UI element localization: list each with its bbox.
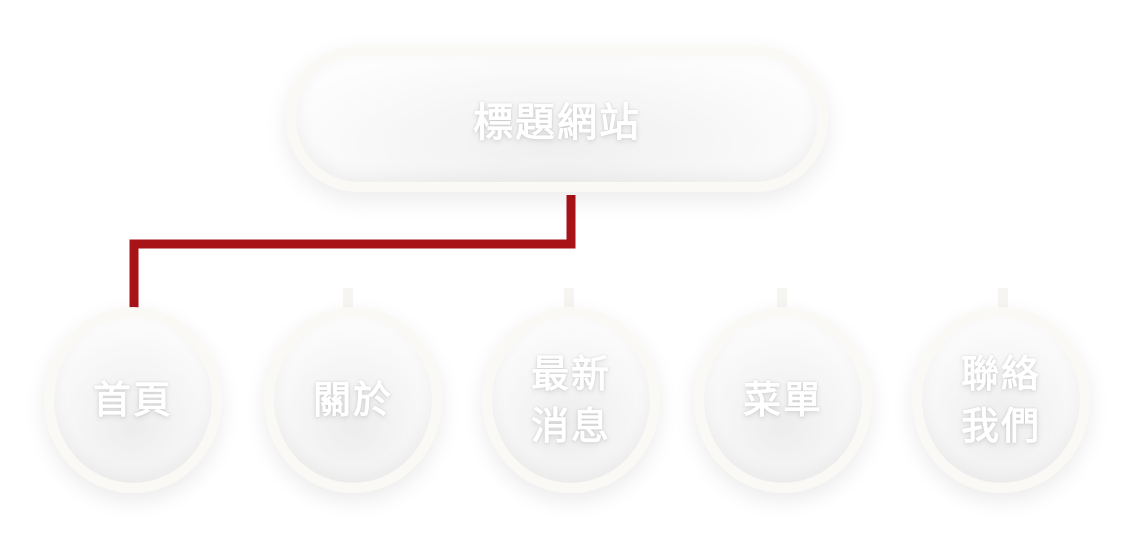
nav-node-contact[interactable]: 聯絡我們: [912, 307, 1090, 493]
node-stub-connector: [564, 288, 574, 308]
root-node-label: 標題網站: [473, 100, 641, 146]
nav-node-label: 菜單: [742, 378, 823, 422]
nav-node-menu[interactable]: 菜單: [694, 307, 872, 493]
nav-node-label: 首頁: [92, 378, 173, 422]
nav-node-label: 關於: [312, 378, 393, 422]
active-path-connector: [129, 195, 576, 308]
node-stub-connector: [998, 288, 1008, 308]
root-node-site-title[interactable]: 標題網站: [286, 46, 828, 192]
nav-node-news[interactable]: 最新消息: [482, 307, 660, 493]
nav-node-label: 聯絡我們: [960, 352, 1041, 448]
nav-node-about[interactable]: 關於: [264, 307, 442, 493]
node-stub-connector: [777, 288, 787, 308]
nav-node-label: 最新消息: [530, 352, 611, 448]
node-stub-connector: [343, 288, 353, 308]
nav-node-home[interactable]: 首頁: [44, 307, 222, 493]
